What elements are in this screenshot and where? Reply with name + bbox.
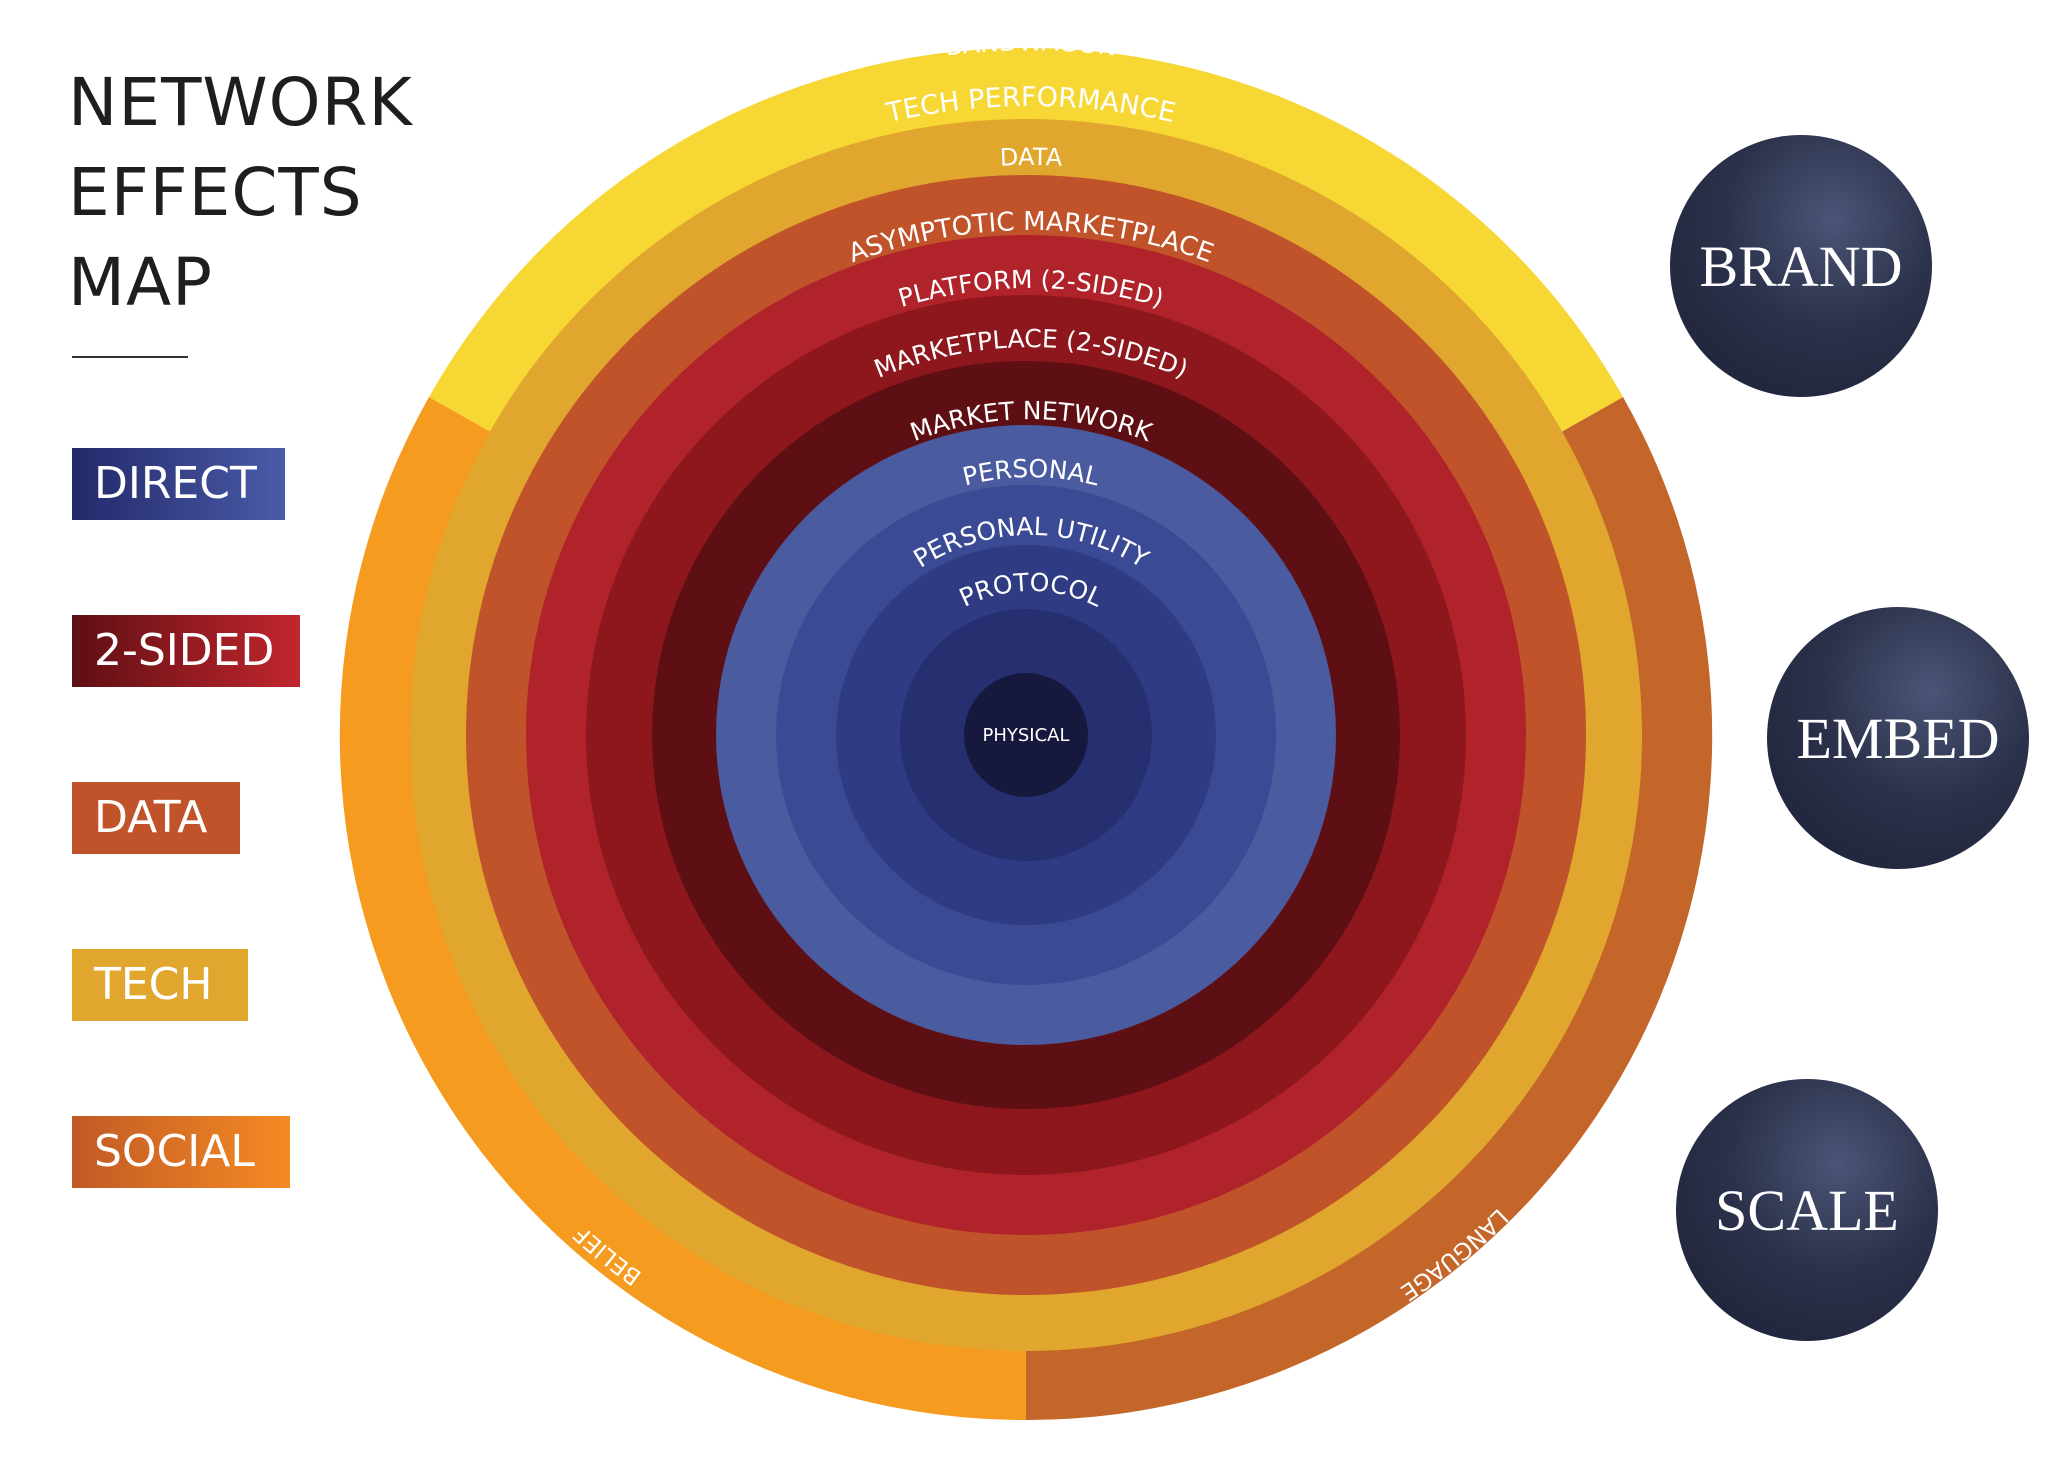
legend-2-sided: 2-SIDED (72, 615, 300, 687)
label-physical: PHYSICAL (982, 725, 1069, 746)
legend-direct: DIRECT (72, 448, 285, 520)
label-bandwagon: BANDWAGON (944, 27, 1119, 61)
title-divider (72, 356, 188, 358)
embed-button[interactable]: EMBED (1767, 607, 2029, 869)
title-line-2: EFFECTS (68, 154, 363, 231)
title-line-3: MAP (68, 244, 213, 321)
ring-physical (964, 673, 1088, 797)
legend-tech: TECH (72, 949, 248, 1021)
label-data: DATA (999, 143, 1063, 172)
page-title: NETWORK EFFECTS MAP (68, 58, 413, 328)
brand-button[interactable]: BRAND (1670, 135, 1932, 397)
title-line-1: NETWORK (68, 64, 413, 141)
legend-data: DATA (72, 782, 240, 854)
legend-social: SOCIAL (72, 1116, 290, 1188)
scale-button[interactable]: SCALE (1676, 1079, 1938, 1341)
